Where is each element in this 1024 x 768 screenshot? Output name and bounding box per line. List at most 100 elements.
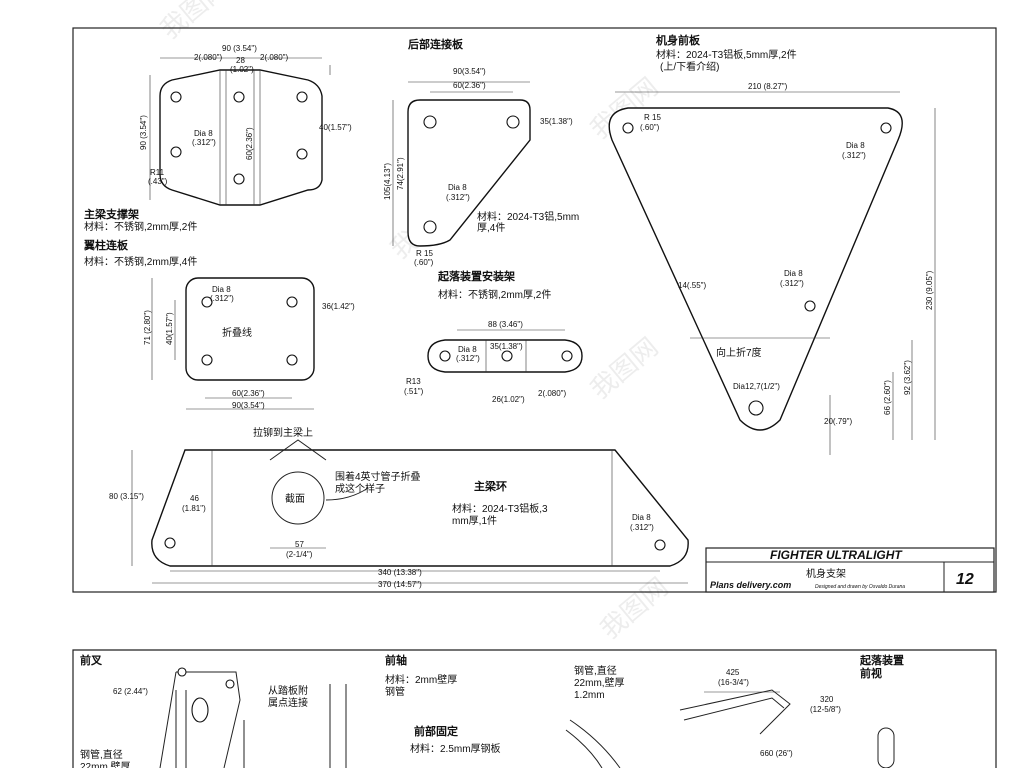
svg-text:Dia 8: Dia 8 <box>784 269 803 278</box>
svg-text:前部固定: 前部固定 <box>414 724 458 738</box>
svg-text:46: 46 <box>190 494 199 503</box>
svg-text:370 (14.57"): 370 (14.57") <box>378 580 422 589</box>
brand: Plans delivery.com <box>710 580 791 590</box>
svg-text:R 15: R 15 <box>416 249 433 258</box>
gear-front-view: 钢管,直径 22mm,壁厚 1.2mm 425 (16-3/4") 320 (1… <box>565 653 904 768</box>
svg-text:66 (2.60"): 66 (2.60") <box>883 380 892 415</box>
sheet2-border <box>72 649 997 768</box>
svg-text:钢管: 钢管 <box>385 685 405 698</box>
svg-text:围着4英寸管子折叠: 围着4英寸管子折叠 <box>335 470 421 483</box>
svg-text:Dia 8: Dia 8 <box>448 183 467 192</box>
sheet-title: 机身支架 <box>806 567 846 580</box>
svg-text:向上折7度: 向上折7度 <box>716 346 762 359</box>
title-block: FIGHTER ULTRALIGHT 机身支架 Plans delivery.c… <box>705 547 995 593</box>
svg-text:R13: R13 <box>406 377 421 386</box>
svg-text:35(1.38"): 35(1.38") <box>490 342 523 351</box>
svg-text:材料：2.5mm厚钢板: 材料：2.5mm厚钢板 <box>410 742 501 755</box>
svg-text:(.312"): (.312") <box>192 138 216 147</box>
svg-text:(.312"): (.312") <box>842 151 866 160</box>
svg-text:(.312"): (.312") <box>446 193 470 202</box>
svg-text:(.312"): (.312") <box>780 279 804 288</box>
svg-text:前轴: 前轴 <box>385 653 407 667</box>
svg-text:材料：不锈钢,2mm厚,2件: 材料：不锈钢,2mm厚,2件 <box>438 288 551 301</box>
svg-text:340 (13.38"): 340 (13.38") <box>378 568 422 577</box>
fuselage-front-title: 机身前板 <box>656 33 701 47</box>
strut-plate: 翼柱连板 材料：不锈钢,2mm厚,4件 Dia 8 (.312") 71 (2.… <box>83 238 355 410</box>
svg-text:90 (3.54"): 90 (3.54") <box>222 44 257 53</box>
svg-text:62 (2.44"): 62 (2.44") <box>113 687 148 696</box>
svg-text:Dia12,7(1/2"): Dia12,7(1/2") <box>733 382 780 391</box>
svg-text:(2-1/4"): (2-1/4") <box>286 550 313 559</box>
svg-text:材料：不锈钢,2mm厚,2件: 材料：不锈钢,2mm厚,2件 <box>84 220 197 233</box>
svg-text:材料：2024-T3铝,5mm: 材料：2024-T3铝,5mm <box>477 210 579 223</box>
main-beam-bracket: 90 (3.54") 2(.080") 28 (1.02") 2(.080") … <box>84 44 352 233</box>
svg-text:230 (9.05"): 230 (9.05") <box>925 270 934 310</box>
svg-text:22mm,壁厚: 22mm,壁厚 <box>80 760 131 768</box>
svg-text:90(3.54"): 90(3.54") <box>453 67 486 76</box>
svg-text:R11: R11 <box>150 168 165 177</box>
svg-text:88 (3.46"): 88 (3.46") <box>488 320 523 329</box>
svg-text:(16-3/4"): (16-3/4") <box>718 678 749 687</box>
main-ring-title: 主梁环 <box>474 479 507 493</box>
svg-text:35(1.38"): 35(1.38") <box>540 117 573 126</box>
svg-text:14(.55"): 14(.55") <box>678 281 707 290</box>
svg-text:前叉: 前叉 <box>80 653 103 667</box>
svg-text:40(1.57"): 40(1.57") <box>319 123 352 132</box>
fuselage-front-plate: 机身前板 材料：2024-T3铝板,5mm厚,2件 (上/下看介绍) 210 (… <box>608 33 936 455</box>
svg-text:前视: 前视 <box>860 666 882 680</box>
gear-mount-title: 起落装置安装架 <box>437 269 515 283</box>
svg-text:90 (3.54"): 90 (3.54") <box>139 115 148 150</box>
svg-text:我图网: 我图网 <box>585 332 664 405</box>
main-beam-bracket-title: 主梁支撑架 <box>84 207 139 221</box>
front-fork: 前叉 62 (2.44") 从踏板附 属点连接 钢管,直径 22mm,壁厚 <box>80 653 347 768</box>
svg-text:(.60"): (.60") <box>640 123 660 132</box>
svg-text:属点连接: 属点连接 <box>268 696 308 709</box>
front-axle: 前轴 材料：2mm壁厚 钢管 前部固定 材料：2.5mm厚钢板 <box>385 653 501 755</box>
rear-plate-title: 后部连接板 <box>408 37 464 51</box>
svg-text:起落装置: 起落装置 <box>859 653 904 667</box>
svg-text:105(4.13"): 105(4.13") <box>383 163 392 200</box>
svg-text:(12-5/8"): (12-5/8") <box>810 705 841 714</box>
svg-text:材料：不锈钢,2mm厚,4件: 材料：不锈钢,2mm厚,4件 <box>84 255 197 268</box>
svg-text:28: 28 <box>236 56 245 65</box>
svg-text:mm厚,1件: mm厚,1件 <box>452 515 497 527</box>
svg-text:拉铆到主梁上: 拉铆到主梁上 <box>253 426 313 439</box>
svg-text:425: 425 <box>726 668 740 677</box>
svg-text:(.43"): (.43") <box>148 177 168 186</box>
svg-text:截面: 截面 <box>285 492 305 505</box>
svg-text:71 (2.80"): 71 (2.80") <box>143 310 152 345</box>
svg-text:成这个样子: 成这个样子 <box>335 482 385 495</box>
svg-text:74(2.91"): 74(2.91") <box>396 157 405 190</box>
svg-text:40(1.57"): 40(1.57") <box>165 312 174 345</box>
svg-text:(上/下看介绍): (上/下看介绍) <box>660 60 719 73</box>
svg-text:(1.81"): (1.81") <box>182 504 206 513</box>
svg-text:钢管,直径: 钢管,直径 <box>574 664 617 677</box>
svg-text:(.312"): (.312") <box>630 523 654 532</box>
svg-text:60(2.36"): 60(2.36") <box>453 81 486 90</box>
svg-text:320: 320 <box>820 695 834 704</box>
svg-text:厚,4件: 厚,4件 <box>477 222 505 234</box>
svg-text:60(2.36"): 60(2.36") <box>232 389 265 398</box>
rear-plate: 后部连接板 90(3.54") 60(2.36") 35(1.38") 105(… <box>383 37 579 267</box>
strut-plate-title: 翼柱连板 <box>83 238 129 252</box>
svg-text:R 15: R 15 <box>644 113 661 122</box>
svg-text:Dia 8: Dia 8 <box>212 285 231 294</box>
svg-text:Dia 8: Dia 8 <box>632 513 651 522</box>
svg-text:210 (8.27"): 210 (8.27") <box>748 82 788 91</box>
svg-text:80 (3.15"): 80 (3.15") <box>109 492 144 501</box>
svg-text:60(2.36"): 60(2.36") <box>245 127 254 160</box>
svg-text:(.312"): (.312") <box>210 294 234 303</box>
svg-text:1.2mm: 1.2mm <box>574 690 605 701</box>
svg-text:钢管,直径: 钢管,直径 <box>80 748 123 761</box>
svg-text:57: 57 <box>295 540 304 549</box>
svg-text:2(.080"): 2(.080") <box>538 389 567 398</box>
svg-text:Designed and drawn by Osvaldo: Designed and drawn by Osvaldo Durana <box>815 584 905 590</box>
svg-text:2(.080"): 2(.080") <box>260 53 289 62</box>
svg-text:92 (3.62"): 92 (3.62") <box>903 360 912 395</box>
svg-text:2(.080"): 2(.080") <box>194 53 223 62</box>
svg-text:Dia 8: Dia 8 <box>458 345 477 354</box>
project-name: FIGHTER ULTRALIGHT <box>770 548 903 562</box>
svg-text:Dia 8: Dia 8 <box>846 141 865 150</box>
svg-text:我图网: 我图网 <box>155 0 234 45</box>
